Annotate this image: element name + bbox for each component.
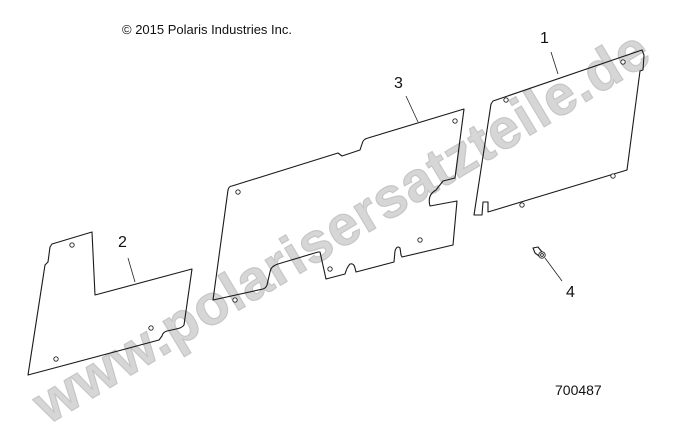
callout-2: 2 xyxy=(118,234,127,251)
copyright-notice: © 2015 Polaris Industries Inc. xyxy=(122,22,292,37)
part-1-panel-right xyxy=(473,49,645,216)
watermark: www.polarisersatzteile.de xyxy=(20,16,661,431)
callout-3: 3 xyxy=(394,75,403,92)
watermark-text: www.polarisersatzteile.de xyxy=(21,17,661,431)
part-3-panel-center xyxy=(212,95,465,303)
part-2-panel-left xyxy=(27,231,193,376)
callout-4: 4 xyxy=(566,284,575,301)
callout-1: 1 xyxy=(540,30,549,47)
part-4-push-rivet xyxy=(532,246,563,282)
diagram-reference-number: 700487 xyxy=(555,382,602,398)
